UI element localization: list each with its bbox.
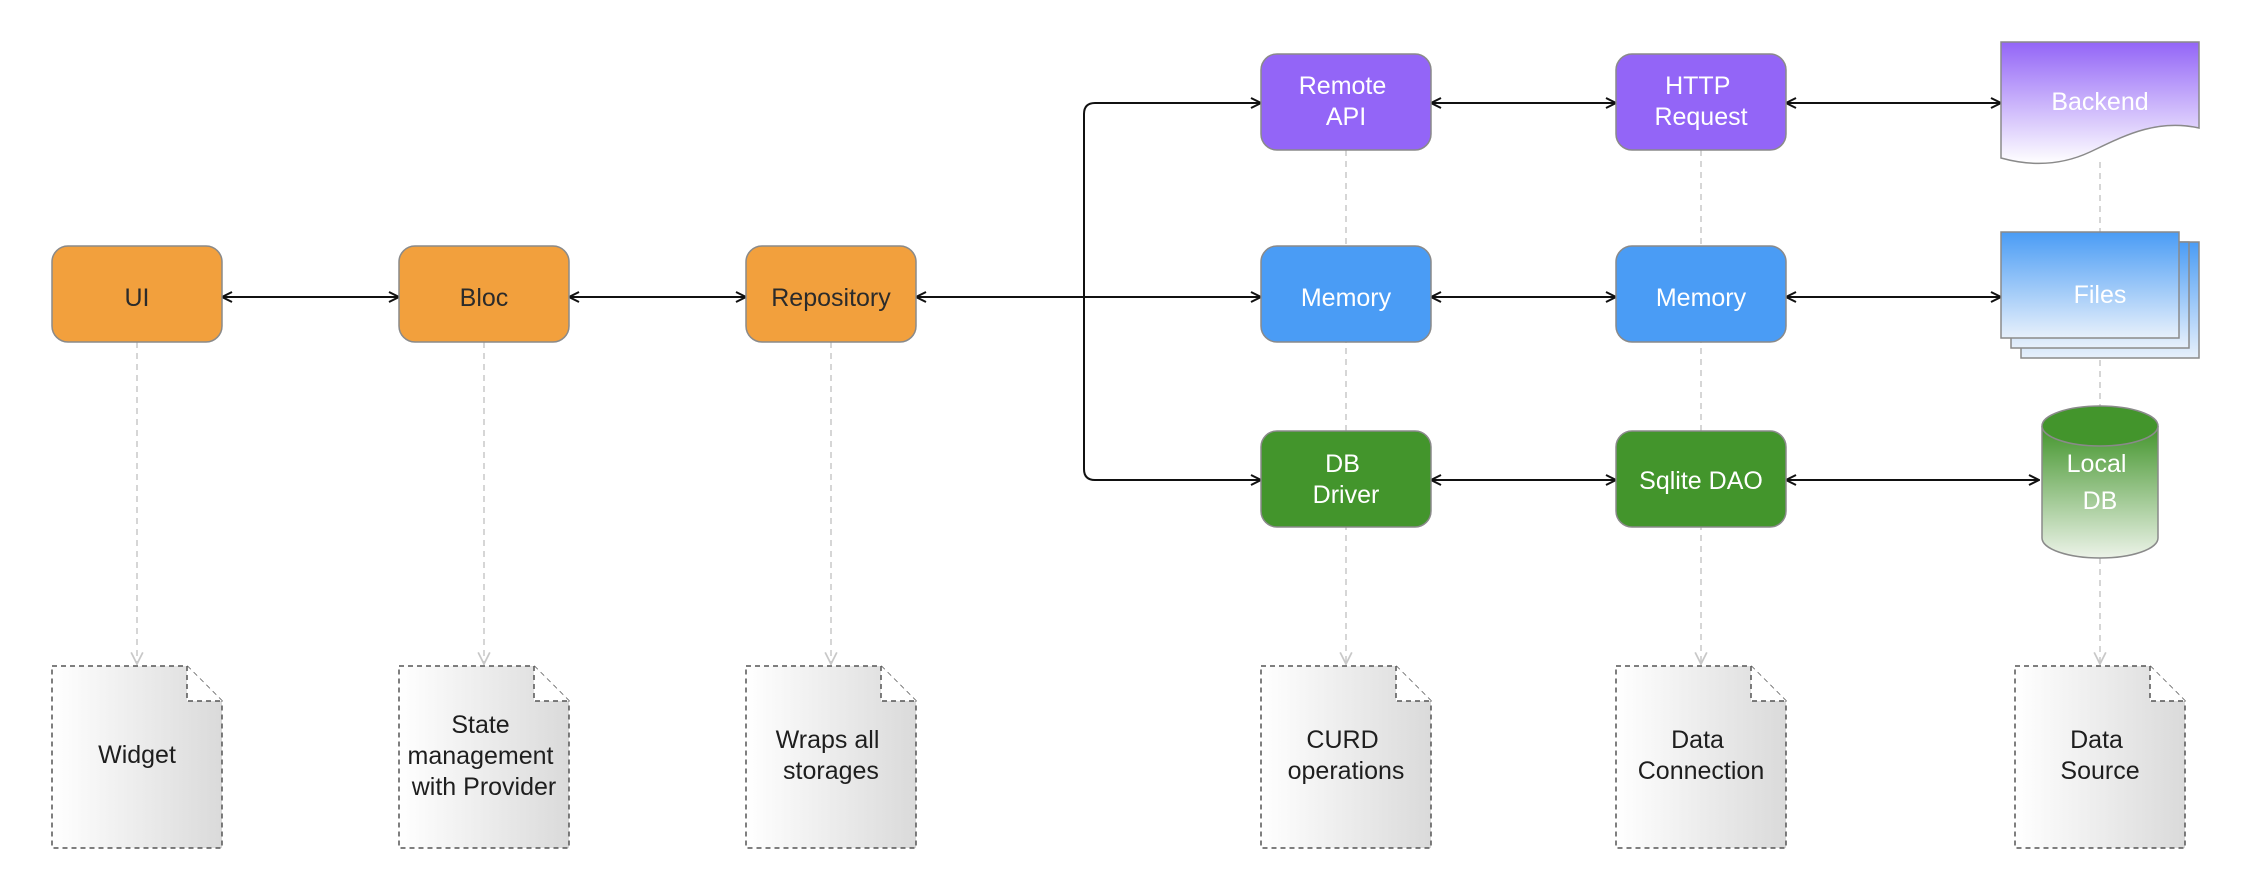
node-memory-left-label: Memory xyxy=(1301,284,1392,312)
node-bloc: Bloc xyxy=(398,245,570,343)
node-local-db-label: Local DB xyxy=(2067,450,2134,515)
node-db-driver-line-1: DB xyxy=(1325,450,1360,478)
note-state-line-2: management xyxy=(408,742,554,770)
connectors xyxy=(222,103,2039,480)
node-sqlite-dao-label: Sqlite DAO xyxy=(1639,467,1763,495)
note-data-connection-line-1: Data xyxy=(1671,726,1724,754)
note-data-source-line-2: Source xyxy=(2060,757,2139,785)
node-remote-api-line-1: Remote xyxy=(1299,72,1387,100)
node-repository-label: Repository xyxy=(771,284,891,312)
note-widget-line-1: Widget xyxy=(98,741,176,769)
node-remote-api-label: Remote API xyxy=(1299,72,1394,131)
connector-branch-remote-api xyxy=(1083,103,1261,297)
note-curd-text: CURD operations xyxy=(1288,726,1405,785)
node-remote-api-line-2: API xyxy=(1326,103,1366,131)
note-curd-line-2: operations xyxy=(1288,757,1405,785)
node-sqlite-dao: Sqlite DAO xyxy=(1615,430,1787,528)
node-local-db-line-2: DB xyxy=(2083,487,2118,515)
dashed-guides xyxy=(137,150,2100,664)
note-state-management: State management with Provider xyxy=(398,665,570,849)
note-wraps-text: Wraps all storages xyxy=(776,726,887,785)
node-memory-right: Memory xyxy=(1615,245,1787,343)
node-http-request-line-1: HTTP xyxy=(1665,72,1730,100)
connector-branch-db-driver xyxy=(1083,297,1261,480)
node-local-db: Local DB xyxy=(2041,405,2159,559)
note-state-line-3: with Provider xyxy=(411,773,557,801)
note-data-source-text: Data Source xyxy=(2060,726,2139,785)
node-http-request-line-2: Request xyxy=(1654,103,1747,131)
note-data-connection-text: Data Connection xyxy=(1638,726,1764,785)
note-widget-text: Widget xyxy=(98,741,176,769)
node-files: Files xyxy=(2000,231,2200,359)
node-ui-label: UI xyxy=(125,284,150,312)
node-db-driver-label: DB Driver xyxy=(1313,450,1380,509)
note-wraps-line-1: Wraps all xyxy=(776,726,880,754)
note-wraps-all-storages: Wraps all storages xyxy=(745,665,917,849)
node-http-request-label: HTTP Request xyxy=(1654,72,1747,131)
node-remote-api: Remote API xyxy=(1260,53,1432,151)
node-http-request: HTTP Request xyxy=(1615,53,1787,151)
node-bloc-label: Bloc xyxy=(460,284,509,312)
note-state-management-text: State management with Provider xyxy=(408,711,561,801)
node-files-label: Files xyxy=(2074,281,2127,309)
node-local-db-line-1: Local xyxy=(2067,450,2127,478)
node-repository: Repository xyxy=(745,245,917,343)
node-db-driver: DB Driver xyxy=(1260,430,1432,528)
note-curd-operations: CURD operations xyxy=(1260,665,1432,849)
node-ui: UI xyxy=(51,245,223,343)
note-wraps-line-2: storages xyxy=(783,757,879,785)
node-backend-label: Backend xyxy=(2051,88,2148,116)
node-backend: Backend xyxy=(2000,41,2200,165)
note-state-line-1: State xyxy=(451,711,509,739)
note-data-connection-line-2: Connection xyxy=(1638,757,1764,785)
note-curd-line-1: CURD xyxy=(1306,726,1378,754)
note-data-source-line-1: Data xyxy=(2070,726,2123,754)
note-data-source: Data Source xyxy=(2014,665,2186,849)
node-memory-left: Memory xyxy=(1260,245,1432,343)
node-db-driver-line-2: Driver xyxy=(1313,481,1380,509)
note-widget: Widget xyxy=(51,665,223,849)
node-memory-right-label: Memory xyxy=(1656,284,1747,312)
note-data-connection: Data Connection xyxy=(1615,665,1787,849)
